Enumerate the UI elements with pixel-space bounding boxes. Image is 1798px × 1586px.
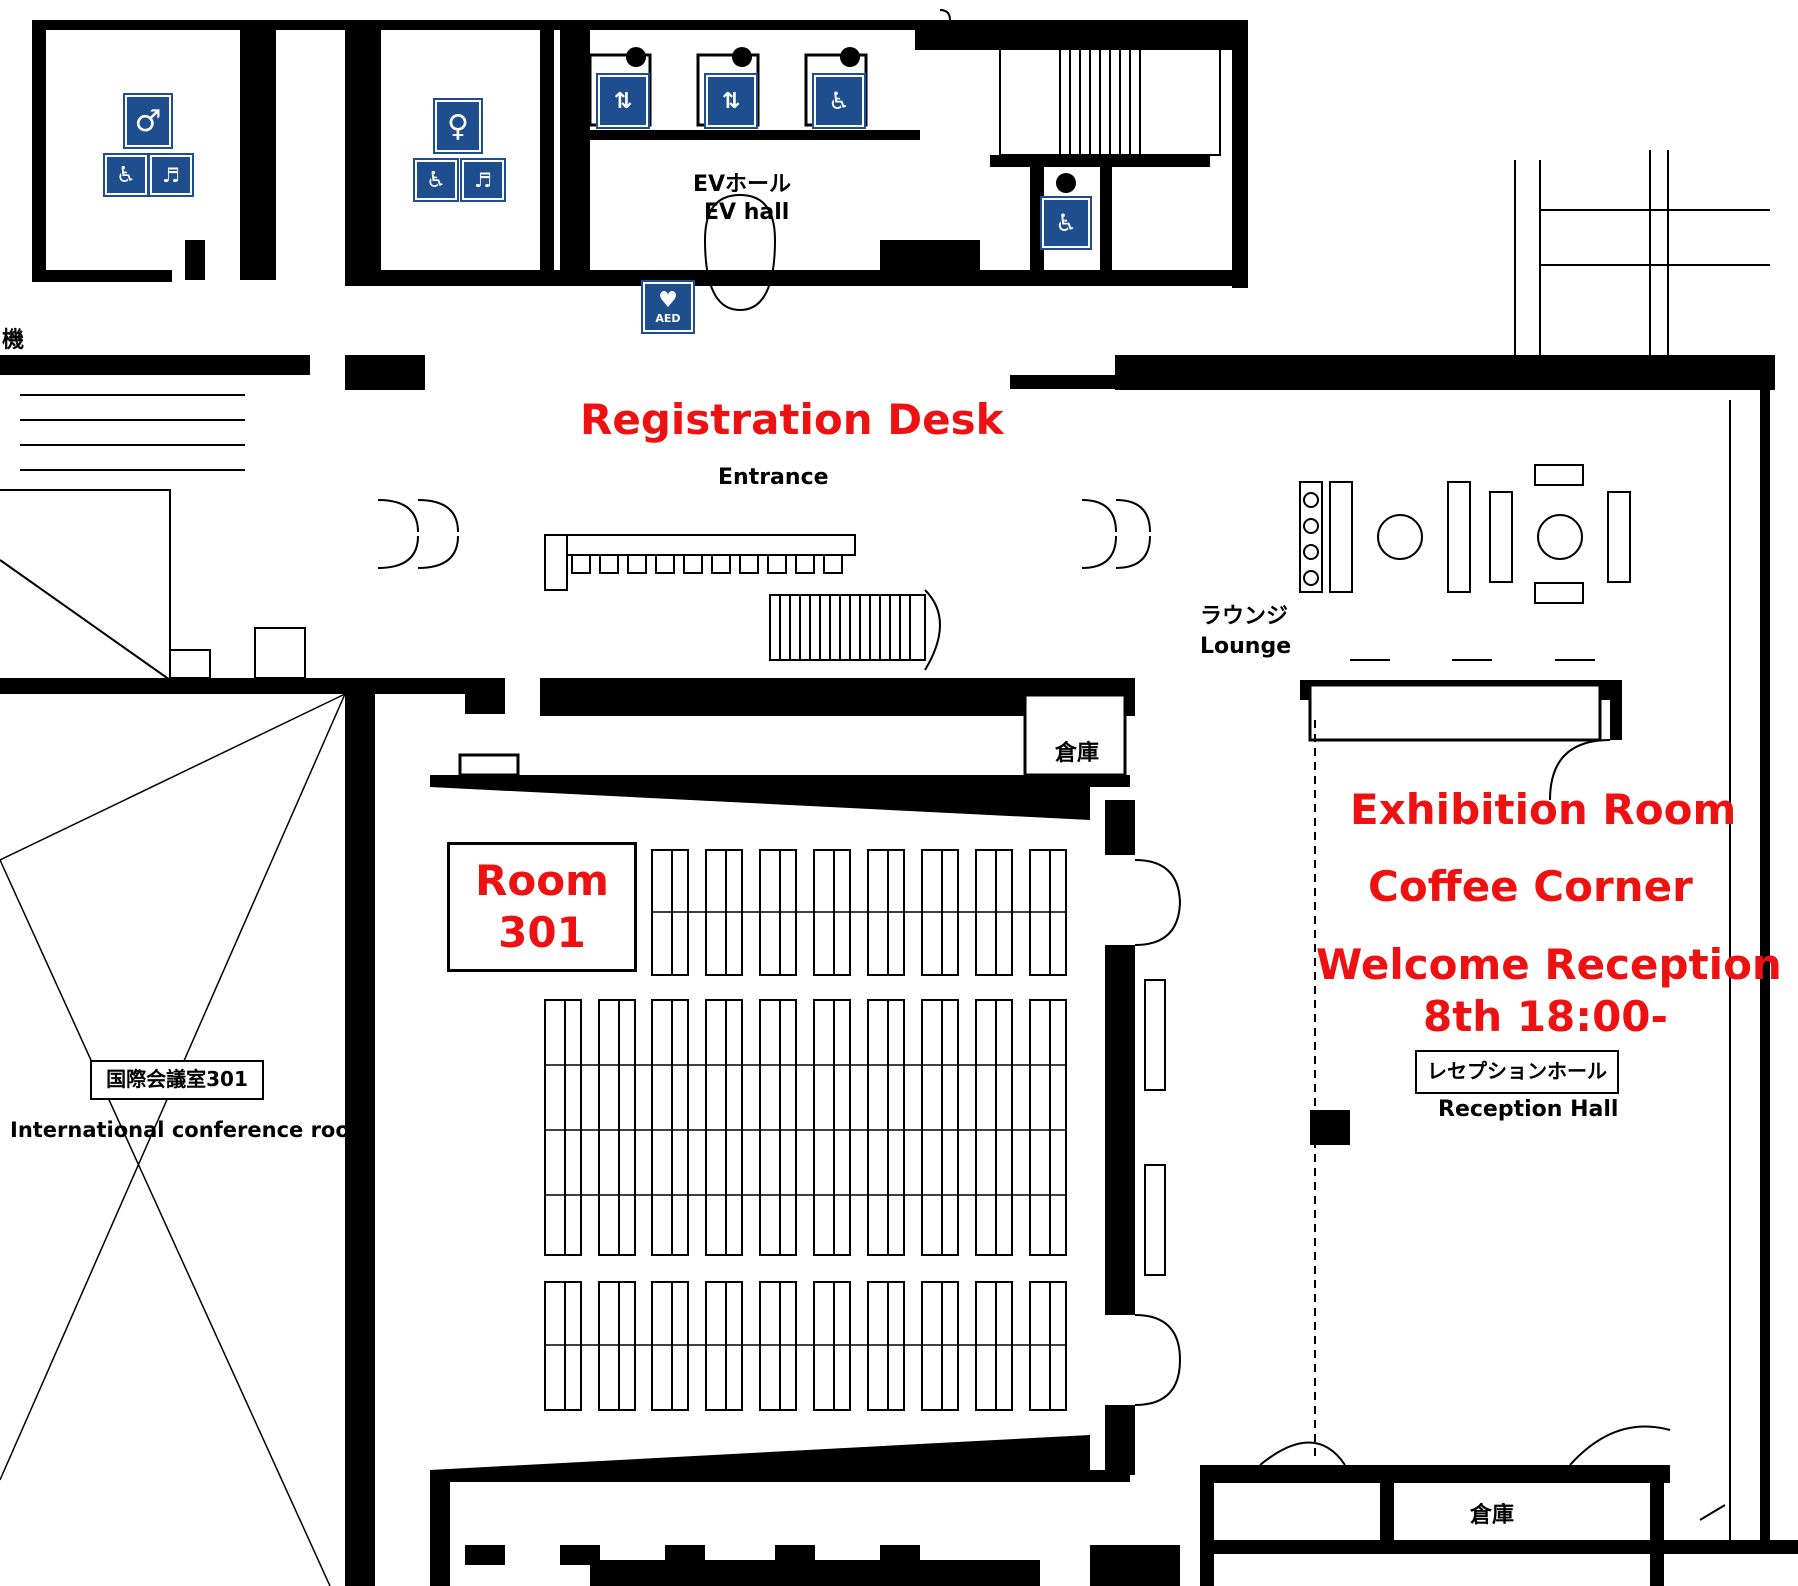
reception-hall-jp-label: レセプションホール	[1427, 1059, 1607, 1083]
storage-label: 倉庫	[1470, 1503, 1515, 1528]
wheelchair-icon: ♿	[105, 155, 147, 195]
wheelchair-icon: ♿	[415, 160, 457, 200]
male-restroom-icon: ♂	[125, 95, 171, 147]
entrance-label: Entrance	[718, 465, 829, 490]
baby-care-icon: ♬	[150, 155, 192, 195]
female-restroom-icon: ♀	[435, 100, 481, 152]
reception-time-label: 8th 18:00-	[1423, 992, 1668, 1041]
intl-room-jp-label: 国際会議室301	[106, 1067, 248, 1091]
intl-room-jp-box: 国際会議室301	[90, 1060, 264, 1100]
elevator-icon: ⇅	[706, 75, 756, 127]
coffee-corner-label: Coffee Corner	[1368, 862, 1693, 911]
intl-room-en-label: International conference room	[10, 1118, 372, 1142]
exhibition-room-label: Exhibition Room	[1350, 785, 1737, 834]
room-301-line2: 301	[498, 908, 586, 957]
ev-hall-en: EV hall	[704, 200, 790, 225]
wheelchair-icon: ♿	[1042, 198, 1090, 248]
machine-label-partial: 機	[2, 328, 25, 353]
baby-care-icon: ♬	[462, 160, 504, 200]
reception-hall-jp-box: レセプションホール	[1415, 1050, 1619, 1094]
ev-hall-jp: EVホール	[693, 172, 792, 197]
lounge-en-label: Lounge	[1200, 634, 1292, 659]
aed-icon: ♥ AED	[643, 282, 693, 332]
welcome-reception-label: Welcome Reception	[1316, 940, 1782, 989]
storage-label: 倉庫	[1055, 741, 1100, 766]
wheelchair-icon: ♿	[814, 75, 864, 127]
room-301-line1: Room	[475, 856, 609, 905]
reception-hall-en-label: Reception Hall	[1438, 1097, 1619, 1122]
aed-heart: ♥	[658, 287, 678, 313]
registration-desk-label: Registration Desk	[580, 395, 1004, 444]
aed-label: AED	[655, 311, 681, 325]
room-301-box: Room 301	[447, 842, 637, 972]
lounge-jp-label: ラウンジ	[1200, 604, 1289, 629]
elevator-icon: ⇅	[598, 75, 648, 127]
